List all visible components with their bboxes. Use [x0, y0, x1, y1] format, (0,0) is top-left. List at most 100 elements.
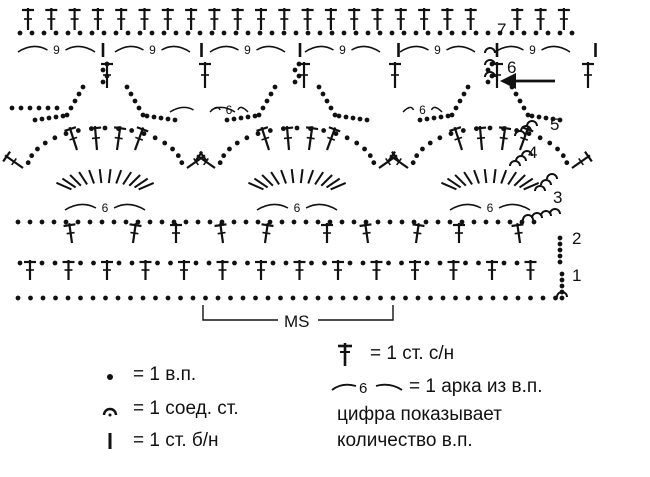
- chain-stitch: [328, 295, 333, 301]
- chain-arch: [211, 106, 236, 113]
- chain-stitch: [515, 295, 521, 301]
- double-crochet: [293, 260, 306, 280]
- chain-stitch: [291, 219, 297, 225]
- chain-stitch: [322, 260, 327, 266]
- repeat-label: MS: [284, 312, 310, 331]
- chain-stitch: [76, 91, 82, 97]
- chain-stitch: [545, 30, 551, 36]
- chain-stitch: [35, 146, 40, 152]
- chain-stitch: [100, 79, 106, 85]
- chain-stitch: [255, 131, 261, 137]
- chain-stitch: [364, 117, 370, 123]
- chain-stitch: [476, 260, 481, 266]
- chain-stitch: [221, 30, 227, 36]
- chain-stitch: [483, 219, 489, 225]
- chain-stitch: [245, 114, 251, 120]
- double-crochet: [409, 260, 421, 280]
- double-crochet: [378, 150, 400, 169]
- chain-stitch: [190, 295, 196, 301]
- chain-stitch: [78, 295, 83, 301]
- chain-stitch: [124, 84, 130, 90]
- single-crochet: [280, 169, 287, 184]
- chain-stitch: [155, 260, 160, 266]
- chain-stitch: [357, 116, 363, 122]
- single-crochet: [69, 174, 82, 187]
- chain-stitch: [463, 260, 468, 266]
- chain-stitch: [115, 295, 121, 301]
- double-crochet: [441, 8, 454, 30]
- chain-stitch: [354, 140, 360, 146]
- chain-stitch: [497, 30, 503, 36]
- chain-stitch: [559, 295, 565, 301]
- row-number-1: 1: [572, 266, 582, 285]
- single-crochet: [307, 169, 315, 184]
- chain-stitch: [555, 146, 560, 152]
- chain-stitch: [521, 105, 527, 111]
- chain-stitch: [413, 30, 419, 36]
- chain-stitch: [63, 219, 69, 225]
- chain-stitch: [152, 135, 158, 141]
- repeat-bracket: [202, 305, 394, 321]
- chain-stitch: [423, 219, 429, 225]
- legend-double-crochet-text: = 1 ст. с/н: [370, 343, 455, 364]
- chain-stitch: [39, 219, 45, 225]
- chain-arch: [113, 203, 146, 211]
- chain-stitch: [224, 117, 230, 123]
- chain-stitch: [487, 125, 493, 131]
- chain-stitch: [103, 295, 108, 301]
- slip-stitch: [534, 185, 546, 192]
- chain-stitch: [87, 219, 93, 225]
- chain-stitch: [17, 30, 23, 36]
- chain-stitch: [238, 115, 244, 121]
- chain-stitch: [557, 241, 563, 247]
- chain-stitch: [132, 98, 138, 104]
- double-crochet: [185, 8, 198, 30]
- chain-stitch: [42, 140, 48, 146]
- chain-stitch: [279, 219, 285, 225]
- chain-stitch: [172, 117, 178, 123]
- row-number-3: 3: [553, 188, 563, 207]
- chain-stitch: [193, 260, 199, 266]
- chain-stitch: [490, 295, 496, 301]
- single-crochet: [61, 177, 77, 189]
- slip-stitch: [484, 71, 496, 78]
- chain-arch: [169, 106, 194, 113]
- chain-stitch: [60, 113, 66, 119]
- arch-count: 9: [53, 43, 60, 57]
- cross-icon: [335, 341, 355, 372]
- chain-stitch: [485, 30, 491, 36]
- chain-stitch: [401, 30, 407, 36]
- single-crochet: [133, 177, 149, 189]
- chain-stitch: [435, 219, 441, 225]
- chain-stitch: [278, 295, 283, 301]
- slip-stitch: [484, 47, 496, 54]
- chain-stitch: [415, 295, 421, 301]
- chain-stitch: [411, 219, 417, 225]
- single-crochet: [107, 169, 112, 184]
- double-crochet: [101, 260, 113, 280]
- chain-stitch: [257, 30, 263, 36]
- chain-stitch: [25, 160, 31, 166]
- chain-stitch: [116, 260, 122, 266]
- chain-stitch: [140, 295, 146, 301]
- arch-count: 6: [487, 201, 494, 215]
- chain-stitch: [46, 115, 52, 121]
- chain-stitch: [378, 295, 383, 301]
- double-crochet: [449, 126, 464, 151]
- arch-count: 6: [419, 103, 426, 117]
- chain-stitch: [292, 67, 298, 73]
- arch-count: 9: [529, 43, 536, 57]
- chain-arch: [402, 106, 415, 113]
- single-crochet: [248, 181, 264, 191]
- double-crochet: [305, 126, 319, 151]
- chain-stitch: [99, 219, 105, 225]
- double-crochet: [161, 8, 174, 30]
- chain-stitch: [53, 295, 58, 301]
- chain-stitch: [525, 112, 531, 118]
- chain-stitch: [344, 135, 350, 141]
- legend-note-line1: цифра показывает: [337, 404, 502, 425]
- chain-stitch: [15, 295, 21, 301]
- chain-stitch: [547, 140, 553, 146]
- chain-stitch: [53, 114, 59, 120]
- chain-stitch: [431, 115, 437, 121]
